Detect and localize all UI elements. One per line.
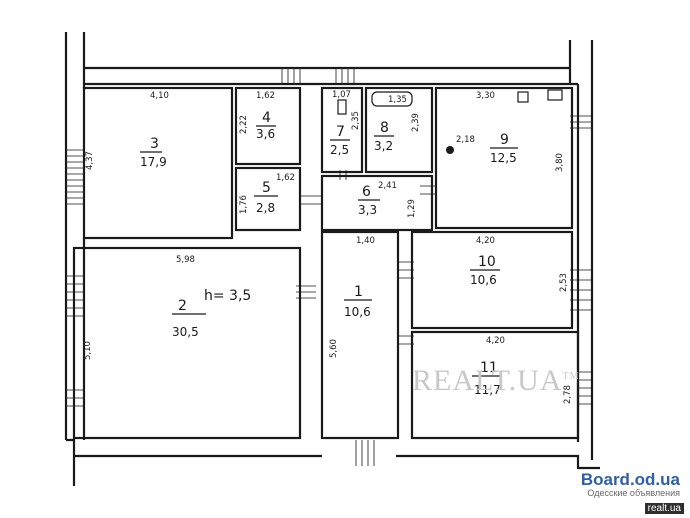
room-8-area: 3,2: [374, 139, 393, 153]
room-labels: 3 17,9 4 3,6 5 2,8 7 2,5 8 3,2 9 12,5 6 …: [140, 110, 518, 397]
watermark: REALT.UATM: [412, 364, 580, 398]
room-6-area: 3,3: [358, 203, 377, 217]
room-10-number: 10: [478, 254, 496, 270]
room-6-number: 6: [362, 184, 371, 200]
dim-4-20-b: 4,20: [486, 336, 505, 346]
room-3-number: 3: [150, 136, 159, 152]
brand-site[interactable]: realt.ua: [644, 503, 684, 514]
dim-1-35: 1,35: [388, 95, 407, 105]
room-4-area: 3,6: [256, 127, 275, 141]
room-outlines: [72, 86, 580, 440]
room-11-area: 11,7: [474, 383, 501, 397]
room-9-number: 9: [500, 132, 509, 148]
dim-2-22: 2,22: [239, 115, 249, 134]
dim-4-37: 4,37: [85, 151, 95, 170]
room-8-number: 8: [380, 120, 389, 136]
dim-3-30: 3,30: [476, 91, 495, 101]
dim-1-40: 1,40: [356, 236, 375, 246]
room-7-area: 2,5: [330, 143, 349, 157]
dim-1-62-a: 1,62: [256, 91, 275, 101]
dim-2-18: 2,18: [456, 135, 475, 145]
watermark-text: REALT.UA: [412, 364, 563, 397]
dim-1-62-b: 1,62: [276, 173, 295, 183]
dim-2-35: 2,35: [351, 111, 361, 130]
dim-2-78: 2,78: [563, 385, 573, 404]
brand-main: Board.od.ua: [580, 470, 680, 489]
room-2-area: 30,5: [172, 325, 199, 339]
dim-5-98: 5,98: [176, 255, 195, 265]
dim-4-10: 4,10: [150, 91, 169, 101]
room-7-number: 7: [336, 124, 345, 140]
dim-2-39: 2,39: [411, 113, 421, 132]
room-5-number: 5: [262, 180, 271, 196]
room-11-number: 11: [480, 360, 498, 376]
dim-1-07: 1,07: [332, 90, 351, 100]
dim-2-41: 2,41: [378, 181, 397, 191]
dim-4-20-a: 4,20: [476, 236, 495, 246]
room-3-area: 17,9: [140, 155, 167, 169]
dim-1-29: 1,29: [407, 199, 417, 218]
dim-2-53: 2,53: [559, 273, 569, 292]
ceiling-height: h= 3,5: [204, 288, 251, 304]
watermark-mark: TM: [562, 371, 580, 382]
room-4-number: 4: [262, 110, 271, 126]
dim-1-76: 1,76: [239, 195, 249, 214]
dimension-labels: 4,10 4,37 1,62 2,22 1,62 1,76 5,98 5,10 …: [83, 90, 573, 404]
dim-5-60: 5,60: [329, 339, 339, 358]
room-1-area: 10,6: [344, 305, 371, 319]
room-2-number: 2: [178, 298, 187, 314]
dim-5-10: 5,10: [83, 341, 93, 360]
room-5-area: 2,8: [256, 201, 275, 215]
dim-3-80: 3,80: [555, 153, 565, 172]
brand-sub: Одесские объявления: [587, 488, 680, 498]
room-1-number: 1: [354, 284, 363, 300]
brand-logo[interactable]: Board.od.ua Одесские объявления: [581, 470, 680, 498]
outer-walls: [64, 32, 600, 486]
room-9-area: 12,5: [490, 151, 517, 165]
room-10-area: 10,6: [470, 273, 497, 287]
